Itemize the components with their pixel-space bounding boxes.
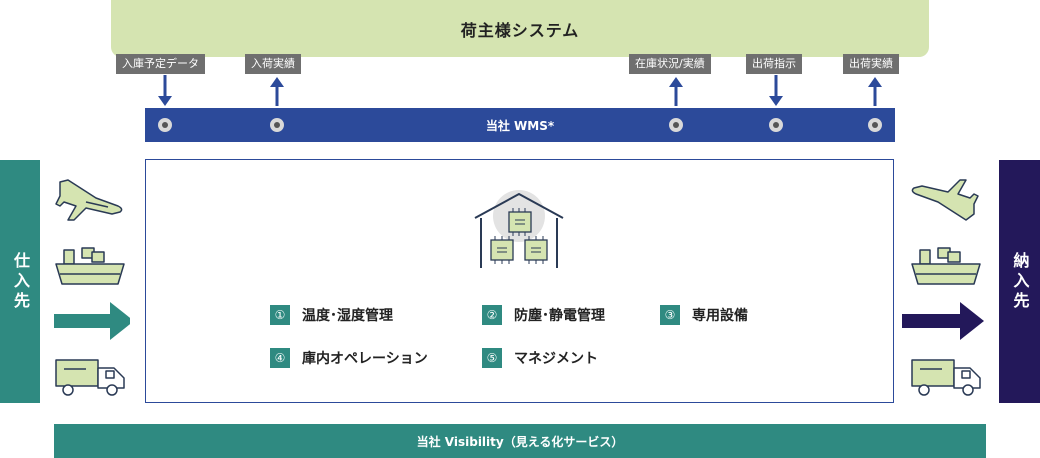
ship-icon bbox=[911, 247, 981, 285]
feature-item: ③ 専用設備 bbox=[660, 305, 748, 325]
feature-number: ⑤ bbox=[482, 348, 502, 368]
wms-node bbox=[270, 118, 284, 132]
truck-icon bbox=[911, 359, 981, 396]
ship-icon bbox=[55, 247, 125, 285]
arrow-up-icon bbox=[669, 77, 683, 106]
tag-shipping-results: 出荷実績 bbox=[843, 54, 899, 74]
arrow-up-icon bbox=[270, 77, 284, 106]
outbound-icons bbox=[902, 179, 984, 396]
supplier-panel: 仕入先 bbox=[0, 160, 40, 403]
feature-number: ③ bbox=[660, 305, 680, 325]
arrow-down-icon bbox=[769, 75, 783, 106]
feature-label: 温度･湿度管理 bbox=[302, 308, 393, 324]
wms-node bbox=[769, 118, 783, 132]
shipper-system-bar: 荷主様システム bbox=[111, 0, 929, 57]
feature-item: ① 温度･湿度管理 bbox=[270, 305, 393, 325]
arrow-right-icon bbox=[902, 302, 984, 340]
arrow-right-icon bbox=[54, 302, 130, 340]
feature-number: ④ bbox=[270, 348, 290, 368]
tag-inventory-status: 在庫状況/実績 bbox=[629, 54, 711, 74]
feature-item: ④ 庫内オペレーション bbox=[270, 348, 428, 368]
airplane-icon bbox=[55, 179, 123, 221]
customer-panel: 納入先 bbox=[999, 160, 1040, 403]
supplier-label: 仕入先 bbox=[11, 251, 30, 312]
data-flow-arrows bbox=[158, 75, 882, 106]
arrow-down-icon bbox=[158, 75, 172, 106]
inbound-icons bbox=[54, 179, 130, 396]
tag-inbound-results: 入荷実績 bbox=[245, 54, 301, 74]
visibility-title: 当社 Visibility（見える化サービス） bbox=[416, 434, 624, 449]
visibility-bar: 当社 Visibility（見える化サービス） bbox=[54, 424, 986, 458]
wms-node bbox=[158, 118, 172, 132]
shipper-system-title: 荷主様システム bbox=[460, 20, 580, 40]
warehouse-chip-icon bbox=[474, 190, 564, 268]
feature-label: マネジメント bbox=[514, 351, 598, 367]
feature-label: 防塵･静電管理 bbox=[514, 308, 605, 324]
customer-label: 納入先 bbox=[1010, 251, 1030, 312]
tag-shipping-instructions: 出荷指示 bbox=[746, 54, 802, 74]
feature-number: ② bbox=[482, 305, 502, 325]
airplane-icon bbox=[911, 179, 979, 221]
feature-number: ① bbox=[270, 305, 290, 325]
tag-inbound-schedule: 入庫予定データ bbox=[116, 54, 205, 74]
truck-icon bbox=[55, 359, 125, 396]
feature-label: 専用設備 bbox=[692, 308, 748, 324]
wms-title: 当社 WMS* bbox=[485, 118, 555, 133]
feature-item: ② 防塵･静電管理 bbox=[482, 305, 605, 325]
arrow-up-icon bbox=[868, 77, 882, 106]
wms-node bbox=[868, 118, 882, 132]
wms-node bbox=[669, 118, 683, 132]
feature-item: ⑤ マネジメント bbox=[482, 348, 598, 368]
feature-label: 庫内オペレーション bbox=[302, 351, 428, 367]
